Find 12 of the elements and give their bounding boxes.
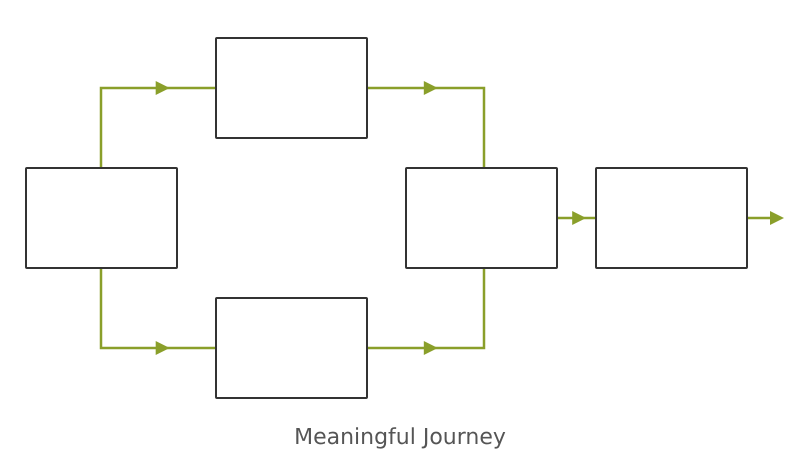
process-box bbox=[25, 167, 178, 269]
arrow bbox=[368, 81, 486, 167]
arrow bbox=[368, 269, 486, 355]
process-box bbox=[215, 297, 368, 399]
arrow bbox=[100, 81, 215, 167]
arrow bbox=[558, 211, 595, 225]
process-box bbox=[215, 37, 368, 139]
process-box bbox=[405, 167, 558, 269]
process-box bbox=[595, 167, 748, 269]
arrow bbox=[100, 269, 215, 355]
caption: Meaningful Journey bbox=[294, 425, 506, 450]
arrow bbox=[748, 211, 784, 225]
